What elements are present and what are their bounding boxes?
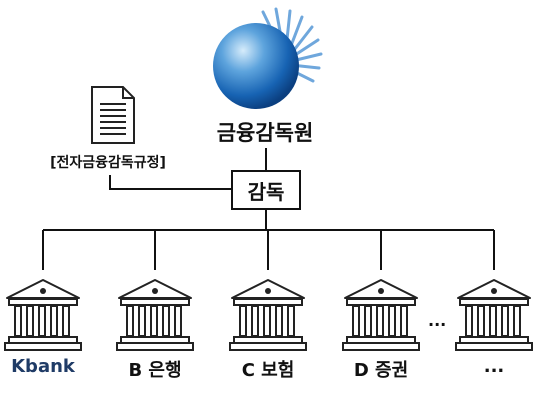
connector-lines [42, 148, 495, 270]
more-institutions-marker: ... [428, 311, 447, 330]
regulation-caption: [전자금융감독규정] [50, 155, 166, 171]
bank-building-icon [229, 279, 307, 351]
institution-label-more: ... [483, 356, 505, 377]
document-icon [91, 86, 135, 144]
supervision-box: 감독 [231, 170, 301, 210]
regulator-name: 금융감독원 [216, 121, 314, 145]
institution-label-kbank: Kbank [11, 356, 75, 377]
bank-building-icon [4, 279, 82, 351]
institution-label-c-insurance: C 보험 [241, 360, 295, 381]
bank-building-icon [116, 279, 194, 351]
institution-label-d-securities: D 증권 [353, 360, 409, 381]
institution-label-b-bank: B 은행 [128, 360, 182, 381]
bank-building-icon [455, 279, 533, 351]
bank-building-icon [342, 279, 420, 351]
logo-icon [213, 7, 323, 109]
supervision-label: 감독 [247, 179, 285, 204]
